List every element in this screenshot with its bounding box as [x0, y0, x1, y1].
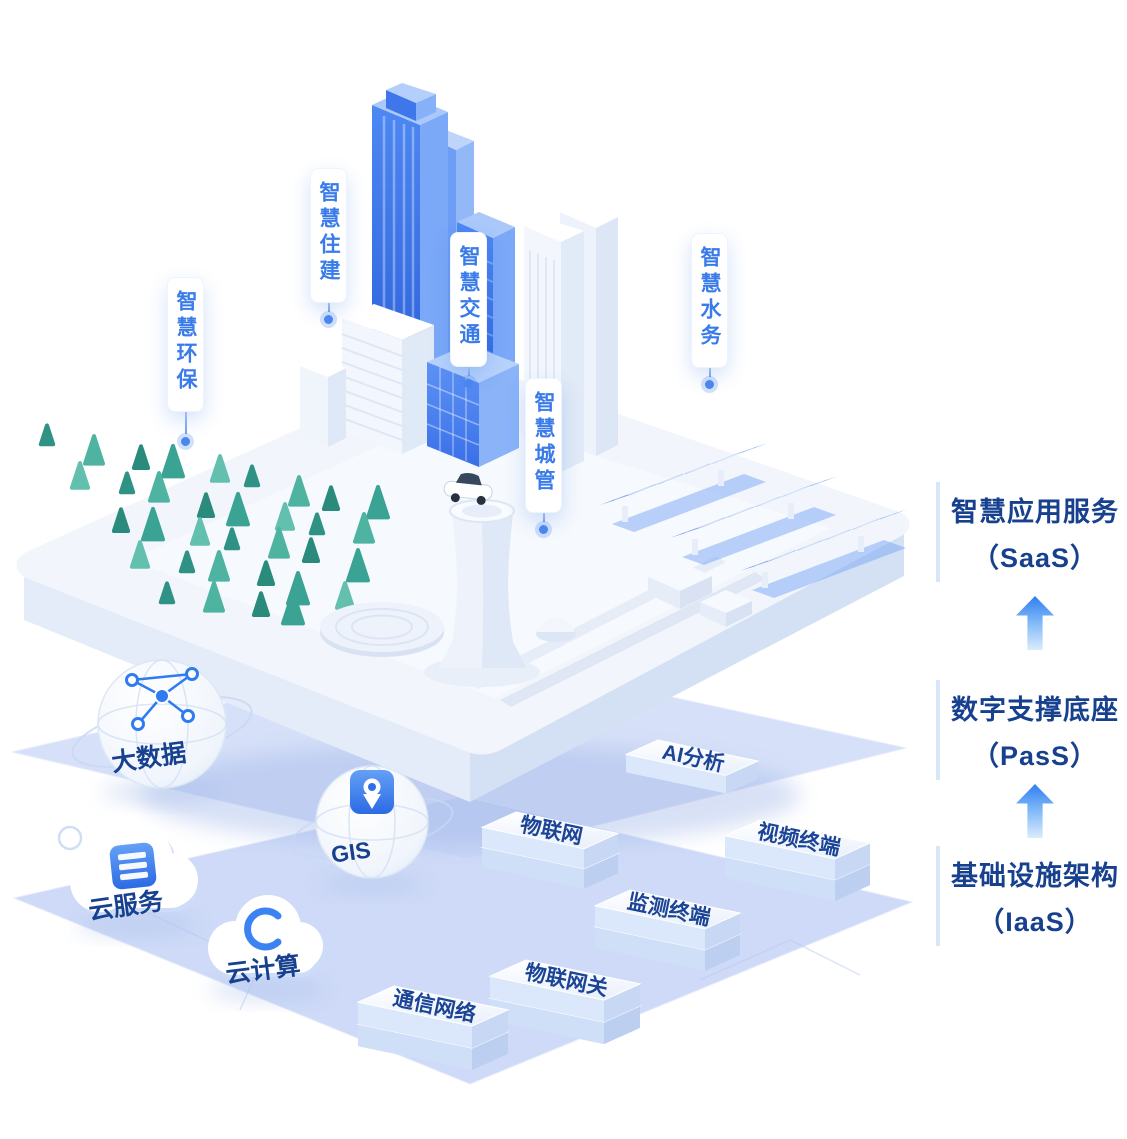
park-trees	[38, 423, 390, 641]
car	[443, 472, 493, 505]
arch-layer-paas: 数字支撑底座 （PasS）	[936, 680, 1127, 780]
arch-layer-paas-subtitle: （PasS）	[971, 740, 1099, 771]
callout-smart-housing-label: 智慧住建	[317, 181, 340, 285]
server-stack-icon	[109, 842, 157, 890]
callout-smart-city-management-box: 智慧城管	[525, 378, 562, 513]
callout-smart-water-label: 智慧水务	[698, 246, 721, 350]
dome-building	[536, 618, 576, 642]
white-mid-building	[341, 304, 434, 454]
callout-dot	[324, 315, 333, 324]
cloud-computing-icon: 云计算	[208, 895, 328, 1000]
small-buildings	[648, 562, 752, 627]
gis-icon: GIS	[290, 765, 454, 893]
slab-iot: 物联网	[480, 811, 620, 889]
arch-layer-saas-subtitle: （SaaS）	[971, 542, 1099, 573]
city-buildings	[300, 83, 618, 472]
arch-layer-iaas: 基础设施架构 （IaaS）	[936, 846, 1127, 946]
callout-smart-water: 智慧水务	[691, 233, 728, 389]
callout-dot	[705, 380, 714, 389]
callout-smart-city-management: 智慧城管	[525, 378, 562, 534]
slab-ai-analysis: AI分析	[624, 739, 760, 794]
callout-smart-environment-label: 智慧环保	[174, 290, 197, 394]
solar-unit	[670, 476, 838, 565]
callout-stem	[467, 367, 470, 376]
slab-communication-network: 通信网络	[356, 985, 510, 1071]
callout-smart-housing-box: 智慧住建	[310, 168, 347, 303]
big-data-icon: 大数据	[71, 659, 253, 802]
solar-units	[600, 443, 908, 598]
callout-smart-housing: 智慧住建	[310, 168, 347, 324]
callout-stem	[708, 368, 711, 377]
cloud-service-icon: 云服务	[57, 824, 201, 935]
monument-tower	[438, 499, 527, 668]
callout-smart-city-management-label: 智慧城管	[532, 391, 555, 495]
round-plaza	[320, 602, 444, 657]
arch-layer-iaas-title: 基础设施架构	[951, 860, 1119, 891]
callout-stem	[327, 303, 330, 312]
callout-dot	[539, 525, 548, 534]
arch-layer-saas-title: 智慧应用服务	[951, 496, 1119, 527]
callout-stem	[184, 412, 187, 434]
callout-smart-water-box: 智慧水务	[691, 233, 728, 368]
location-pin-icon	[350, 770, 394, 814]
callout-smart-environment: 智慧环保	[167, 277, 204, 446]
callout-smart-traffic: 智慧交通	[450, 232, 487, 388]
solar-unit	[740, 509, 908, 598]
cloud-computing-c-icon	[244, 907, 282, 951]
callout-dot	[181, 437, 190, 446]
callout-stem	[542, 513, 545, 522]
callout-smart-traffic-box: 智慧交通	[450, 232, 487, 367]
gis-label: GIS	[329, 836, 372, 867]
solar-unit	[600, 443, 768, 532]
arch-layer-paas-title: 数字支撑底座	[951, 694, 1119, 725]
slab-iot-gateway: 物联网关	[488, 959, 642, 1045]
arch-layer-saas: 智慧应用服务 （SaaS）	[936, 482, 1127, 582]
arch-layer-iaas-subtitle: （IaaS）	[977, 906, 1093, 937]
callout-smart-environment-box: 智慧环保	[167, 277, 204, 412]
callout-dot	[464, 379, 473, 388]
callout-smart-traffic-label: 智慧交通	[457, 245, 480, 349]
